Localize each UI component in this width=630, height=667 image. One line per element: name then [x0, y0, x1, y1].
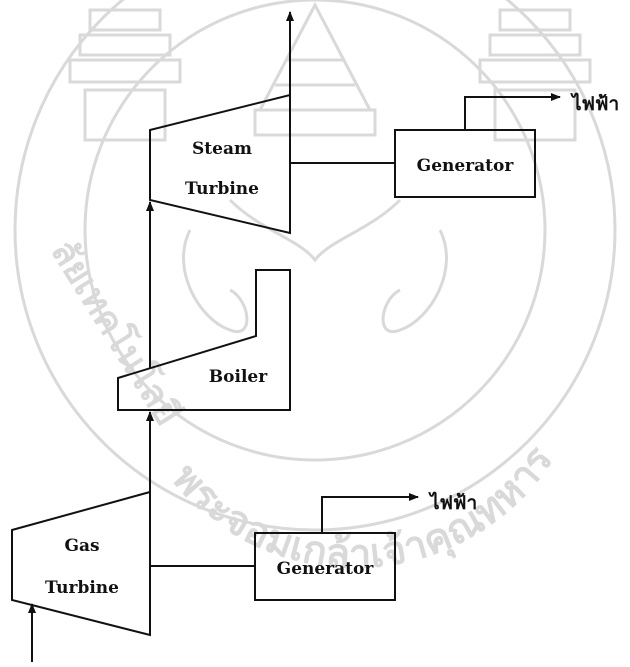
- watermark-ring: [13, 0, 617, 532]
- watermark-inner-ring: [83, 0, 547, 462]
- top-generator-label: Generator: [417, 156, 515, 176]
- watermark-left-text: ลัยเทคโนโลยี: [42, 232, 190, 433]
- gas-turbine-label-line2: Turbine: [45, 578, 119, 598]
- gas-turbine-label-line1: Gas: [64, 536, 99, 556]
- watermark-left-pagoda: [68, 8, 182, 142]
- bottom-generator-label: Generator: [277, 559, 375, 579]
- top-output-label: ไฟฟ้า: [570, 92, 619, 115]
- bottom-generator-box: [254, 532, 396, 601]
- steam-turbine-label-line1: Steam: [192, 139, 252, 159]
- watermark-arc-text: พระจอมเกล้าเจ้าคุณทหาร: [163, 437, 562, 577]
- steam-turbine-shape: [149, 93, 291, 235]
- watermark-serpents: [182, 198, 448, 334]
- watermark-center-crown: [253, 1, 377, 137]
- boiler-shape: [117, 269, 291, 411]
- gas-turbine-shape: [11, 490, 151, 637]
- bottom-output-label: ไฟฟ้า: [428, 491, 477, 514]
- bottom-output-arrow: [321, 493, 419, 533]
- top-output-arrow: [464, 93, 561, 130]
- diagram-lines: [11, 11, 561, 662]
- boiler-label: Boiler: [209, 367, 268, 387]
- steam-turbine-label-line2: Turbine: [185, 179, 259, 199]
- watermark-seal: พระจอมเกล้าเจ้าคุณทหาร ลัยเทคโนโลยี: [13, 0, 617, 578]
